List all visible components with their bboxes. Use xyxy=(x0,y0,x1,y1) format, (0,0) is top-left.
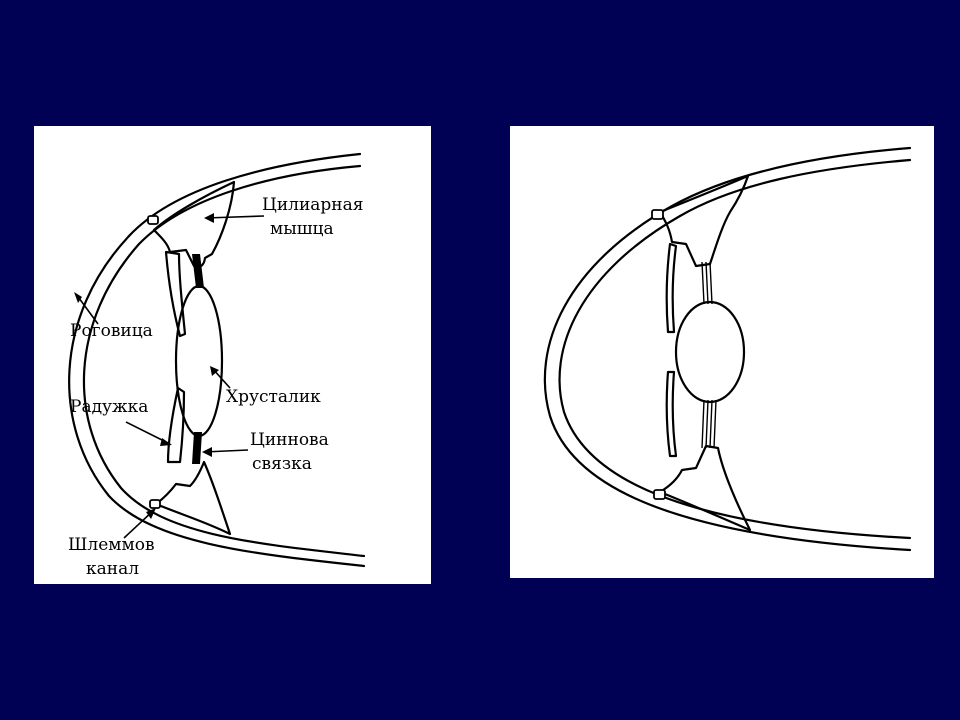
zonule-arrow-head xyxy=(202,447,212,457)
sclera-inner-arc xyxy=(558,158,912,540)
sclera-outer-arc xyxy=(68,152,366,568)
cornea-arrow-head xyxy=(74,292,82,303)
iris-label: Радужка xyxy=(70,397,149,417)
lower-zonule-fiber xyxy=(705,399,709,449)
lens-ellipse xyxy=(674,300,746,404)
ciliary-muscle-label-line1: Цилиарная xyxy=(262,195,364,215)
lower-zonule xyxy=(192,432,202,464)
upper-iris xyxy=(665,242,678,334)
lower-zonule-fiber xyxy=(709,399,713,449)
lower-iris xyxy=(166,386,186,464)
upper-ciliary-body xyxy=(152,180,236,269)
ciliary-arrow-line xyxy=(205,215,265,219)
upper-ciliary-body xyxy=(658,174,750,268)
schlemm-arrow-head xyxy=(146,508,156,519)
sclera-inner-arc xyxy=(82,164,366,558)
schlemm-canal-label-line2: канал xyxy=(86,559,140,579)
unlabeled-eye-diagram-panel xyxy=(510,126,934,578)
lower-schlemm-canal xyxy=(149,499,161,509)
schlemm-canal-label-line1: Шлеммов xyxy=(68,535,155,555)
zinn-zonule-label-line2: связка xyxy=(252,454,312,474)
upper-zonule-fiber xyxy=(709,261,713,305)
lens-arrow-head xyxy=(210,366,219,376)
zinn-zonule-label-line1: Циннова xyxy=(250,430,329,450)
eye-diagram-labeled xyxy=(68,152,366,568)
upper-schlemm-canal xyxy=(651,209,664,220)
upper-zonule xyxy=(192,254,204,288)
upper-iris xyxy=(164,250,187,338)
ciliary-muscle-label-line2: мышца xyxy=(270,219,334,239)
lower-ciliary-body xyxy=(658,444,752,532)
lower-iris xyxy=(665,370,678,458)
upper-schlemm-canal xyxy=(147,215,159,225)
lower-zonule-fiber xyxy=(713,399,717,449)
upper-zonule-fiber xyxy=(705,261,709,305)
lower-zonule-fiber xyxy=(701,399,705,449)
lower-ciliary-body xyxy=(154,460,232,536)
upper-zonule-fiber xyxy=(701,261,705,305)
cornea-label: Роговица xyxy=(70,321,153,341)
ciliary-arrow-head xyxy=(204,213,214,223)
eye-diagram-unlabeled xyxy=(543,146,912,552)
iris-arrow-head xyxy=(160,438,172,446)
lens-label: Хрусталик xyxy=(226,387,321,407)
labeled-eye-diagram-panel: Цилиарная мышца Роговица Хрусталик Радуж… xyxy=(34,126,431,584)
lower-schlemm-canal xyxy=(653,489,666,500)
sclera-outer-arc xyxy=(543,146,912,552)
lens-ellipse xyxy=(174,284,224,438)
